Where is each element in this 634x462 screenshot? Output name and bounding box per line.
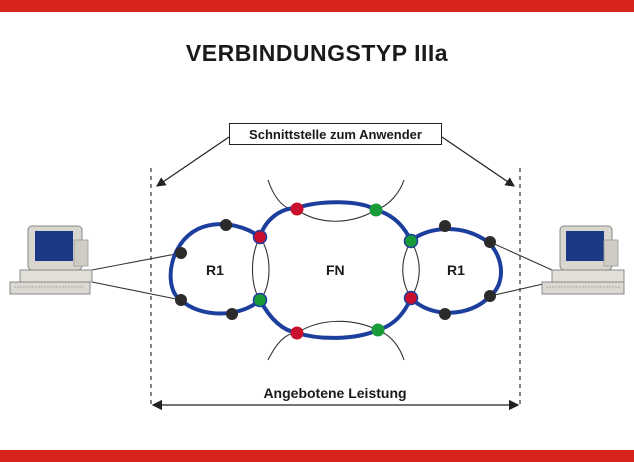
callout-arrow-right (441, 136, 515, 187)
node-left-top (220, 219, 232, 231)
junction-left-arc (252, 236, 261, 301)
junction-left-arc (259, 236, 270, 301)
node-right-mid-top (484, 236, 496, 248)
fn-top-inner (296, 209, 377, 222)
ring-fn (258, 200, 413, 340)
node-left-mid-bottom (175, 294, 187, 306)
node-right-top (439, 220, 451, 232)
node-junction-right-top (403, 233, 419, 249)
link-left-bottom (91, 281, 182, 301)
region-label-right: R1 (447, 262, 465, 278)
callout-arrow-left (156, 136, 230, 187)
node-junction-left-bottom (252, 292, 268, 308)
region-label-center: FN (326, 262, 345, 278)
computer-right-icon (541, 225, 625, 295)
junction-right-arc (402, 240, 412, 299)
node-left-bottom (226, 308, 238, 320)
junction-right-arc (410, 240, 420, 299)
node-right-bottom (439, 308, 451, 320)
performance-label: Angebotene Leistung (250, 385, 420, 401)
node-left-mid-top (175, 247, 187, 259)
node-fn-bottom-right (371, 323, 385, 337)
top-frame-bar (0, 0, 634, 12)
node-fn-top-left (290, 202, 304, 216)
link-right-top (489, 241, 553, 271)
link-left-top (91, 252, 182, 271)
region-label-left: R1 (206, 262, 224, 278)
computer-left-icon (9, 225, 93, 295)
page-title: VERBINDUNGSTYP IIIa (185, 40, 449, 66)
node-junction-right-bottom (403, 290, 419, 306)
node-junction-left-top (252, 229, 268, 245)
bottom-frame-bar (0, 450, 634, 462)
fn-bottom-inner (296, 320, 379, 334)
node-fn-top-right (369, 203, 383, 217)
node-right-mid-bottom (484, 290, 496, 302)
interface-callout: Schnittstelle zum Anwender (229, 123, 442, 145)
node-fn-bottom-left (290, 326, 304, 340)
